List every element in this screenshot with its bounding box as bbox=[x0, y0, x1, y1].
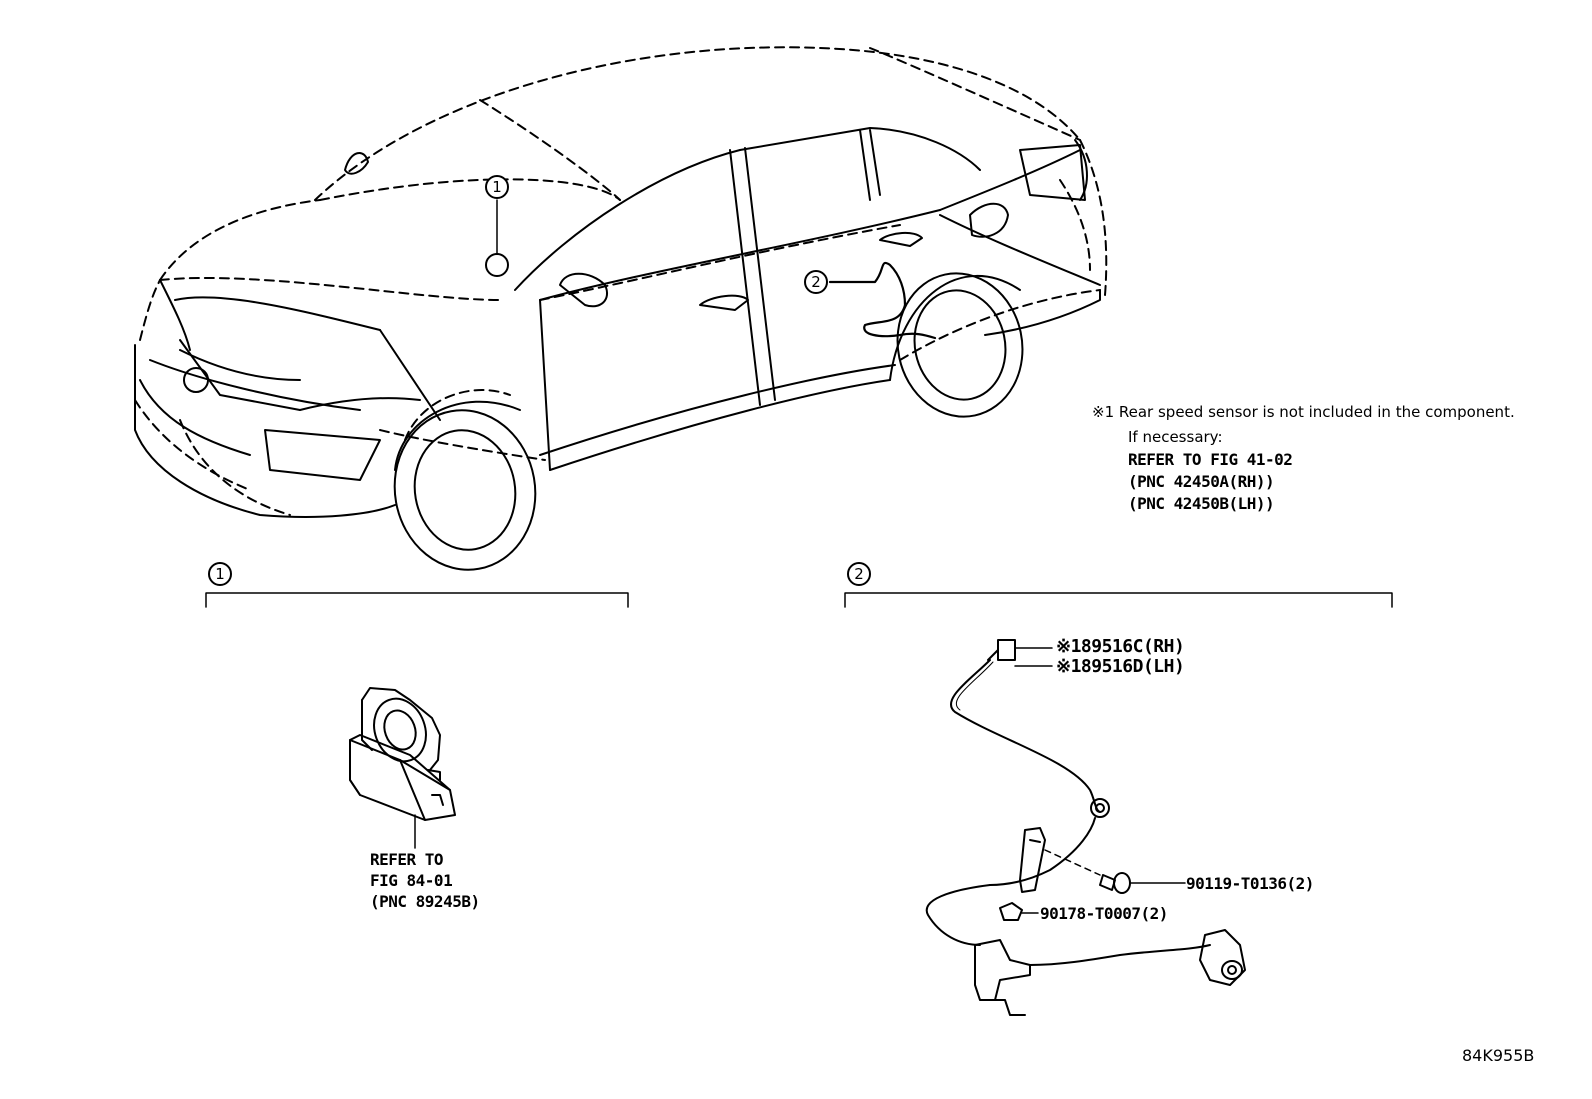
part-number-clip[interactable]: 90178-T0007(2) bbox=[1040, 904, 1168, 923]
callout-1-group-header[interactable]: 1 bbox=[208, 562, 232, 586]
part-number-rh[interactable]: ※189516C(RH) bbox=[1056, 636, 1185, 657]
speed-sensor-drawing bbox=[925, 639, 1246, 1016]
airbag-sensor-drawing bbox=[349, 687, 456, 849]
callout-2-on-car[interactable]: 2 bbox=[804, 270, 828, 294]
note-rear-sensor: ※1 Rear speed sensor is not included in … bbox=[1092, 403, 1515, 421]
note-if-necessary: If necessary: bbox=[1128, 428, 1223, 446]
group2-bracket bbox=[844, 592, 1393, 608]
note-pnc-lh[interactable]: (PNC 42450B(LH)) bbox=[1128, 494, 1275, 513]
group1-refer-to[interactable]: REFER TO bbox=[370, 850, 444, 869]
part-number-lh[interactable]: ※189516D(LH) bbox=[1056, 656, 1185, 677]
car-outline-dashed bbox=[134, 46, 1108, 516]
speed-sensor-harness-on-car bbox=[828, 261, 937, 340]
callout-1-on-car[interactable]: 1 bbox=[485, 175, 509, 199]
group1-fig-ref[interactable]: FIG 84-01 bbox=[370, 871, 453, 890]
note-refer-fig[interactable]: REFER TO FIG 41-02 bbox=[1128, 450, 1293, 469]
part-number-bolt[interactable]: 90119-T0136(2) bbox=[1186, 874, 1314, 893]
note-pnc-rh[interactable]: (PNC 42450A(RH)) bbox=[1128, 472, 1275, 491]
callout-2-group-header[interactable]: 2 bbox=[847, 562, 871, 586]
figure-code: 84K955B bbox=[1462, 1046, 1535, 1065]
group1-pnc-ref[interactable]: (PNC 89245B) bbox=[370, 892, 480, 911]
car-outline-solid bbox=[134, 127, 1101, 571]
airbag-sensor-location-marker bbox=[485, 253, 509, 277]
group1-bracket bbox=[205, 592, 629, 608]
